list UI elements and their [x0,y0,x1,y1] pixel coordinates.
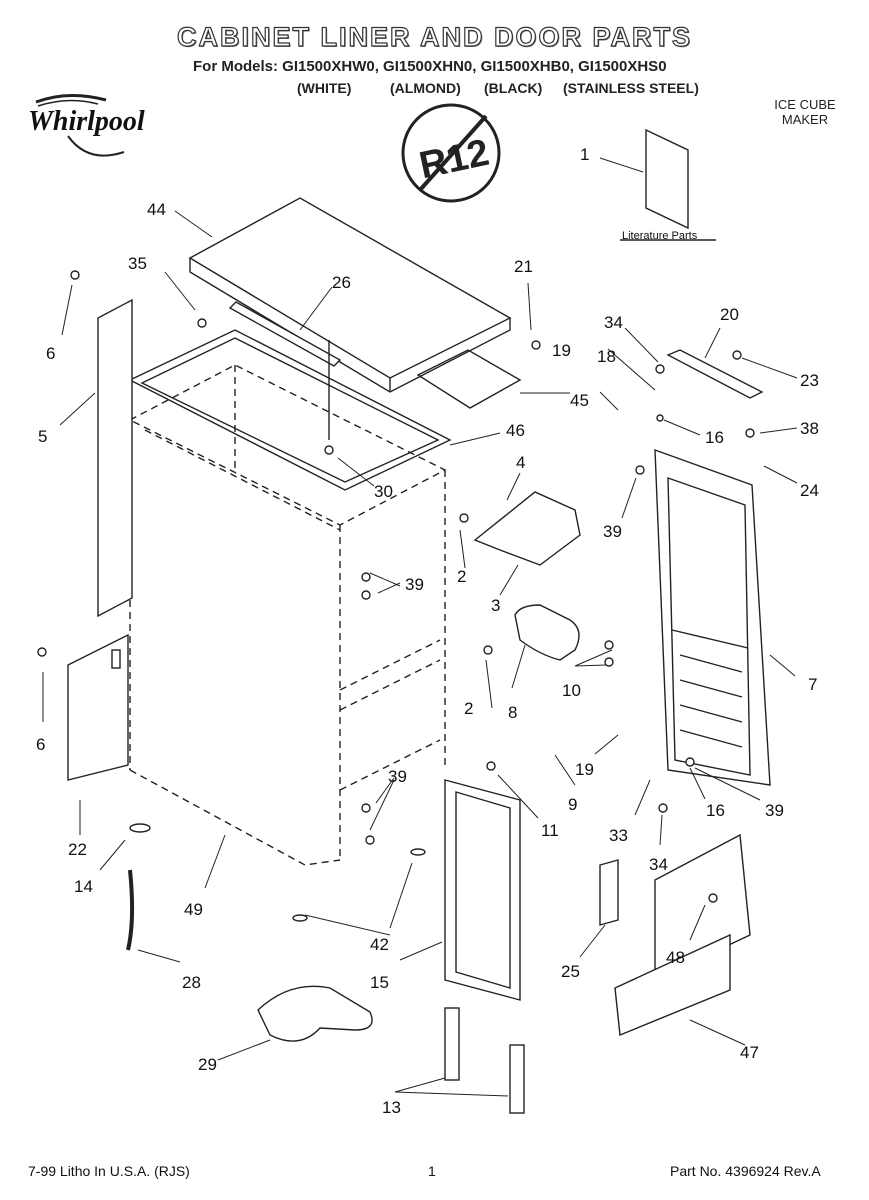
part-label: 19 [552,341,571,360]
part-label: 8 [508,703,517,722]
rear-plate [67,633,129,781]
no-r12-badge [401,103,501,203]
part-label: 23 [800,371,819,390]
part-label: 2 [464,699,473,718]
inner-door-frame [444,779,521,1001]
ice-cube-maker-label: ICE CUBE MAKER [774,97,836,127]
hinge-bar [666,349,764,399]
part-label: 45 [570,391,589,410]
part-label: 22 [68,840,87,859]
literature-parts-label: Literature Parts [622,230,698,242]
part-label: 30 [374,482,393,501]
liner-gasket [128,329,452,491]
part-label: 10 [562,681,581,700]
part-label: 39 [765,801,784,820]
page-title: CABINET LINER AND DOOR PARTS [176,21,692,52]
top-panel [188,197,512,393]
models-line: For Models: GI1500XHW0, GI1500XHN0, GI15… [193,58,667,75]
part-label: 25 [561,962,580,981]
part-label: 29 [198,1055,217,1074]
part-label: 49 [184,900,203,919]
light-cover [514,604,580,661]
part-label: 46 [506,421,525,440]
part-label: 4 [516,453,525,472]
part-label: 39 [405,575,424,594]
part-label: 42 [370,935,389,954]
whirlpool-logo: Whirlpool [28,93,145,157]
ice-scoop [257,985,373,1042]
literature-parts [620,128,716,241]
part-label: 24 [800,481,819,500]
fasteners [37,270,755,922]
part-label: 48 [666,948,685,967]
part-label: 9 [568,795,577,814]
part-label: 6 [36,735,45,754]
cabinet-liner [128,364,447,866]
hose-clamp [129,823,151,833]
part-label: 15 [370,973,389,992]
part-label: 5 [38,427,47,446]
part-label: 21 [514,257,533,276]
part-label: 3 [491,596,500,615]
part-label: 1 [580,145,589,164]
part-label: 33 [609,826,628,845]
footer-page-number: 1 [428,1163,436,1179]
color-label-black: (BLACK) [484,80,543,96]
drain-tube [126,869,135,951]
part-label: 7 [808,675,817,694]
part-label: 16 [705,428,724,447]
color-label-almond: (ALMOND) [390,80,461,96]
part-label: 44 [147,200,166,219]
part-label: 20 [720,305,739,324]
leader-lines [42,157,798,1097]
part-label: 13 [382,1098,401,1117]
part-label: 19 [575,760,594,779]
part-labels: Literature Parts 1 2 2 3 4 5 6 6 7 8 9 1… [36,145,819,1117]
color-label-stainless: (STAINLESS STEEL) [563,80,699,96]
part-label: 18 [597,347,616,366]
part-label: 11 [541,821,559,840]
trim-strip [228,301,342,440]
mounting-bracket [599,859,619,926]
part-label: 35 [128,254,147,273]
footer-part-number: Part No. 4396924 Rev.A [670,1163,821,1179]
part-label: 2 [457,567,466,586]
ice-bracket [473,491,581,566]
part-label: 39 [603,522,622,541]
shelf-plate [416,349,522,409]
part-label: 16 [706,801,725,820]
r12-badge-text: R12 [416,132,493,188]
trim-strip-left [444,1007,460,1081]
footer-litho: 7-99 Litho In U.S.A. (RJS) [28,1163,190,1179]
part-label: 34 [604,313,623,332]
part-label: 6 [46,344,55,363]
part-label: 14 [74,877,93,896]
part-label: 34 [649,855,668,874]
side-panel [97,298,133,618]
part-label: 26 [332,273,351,292]
brand-name: Whirlpool [28,106,145,137]
part-label: 38 [800,419,819,438]
part-label: 28 [182,973,201,992]
trim-strip-right [509,1044,525,1114]
color-label-white: (WHITE) [297,80,352,96]
part-label: 47 [740,1043,759,1062]
part-label: 39 [388,767,407,786]
door-assembly [654,448,771,786]
kick-panel [614,833,751,1037]
